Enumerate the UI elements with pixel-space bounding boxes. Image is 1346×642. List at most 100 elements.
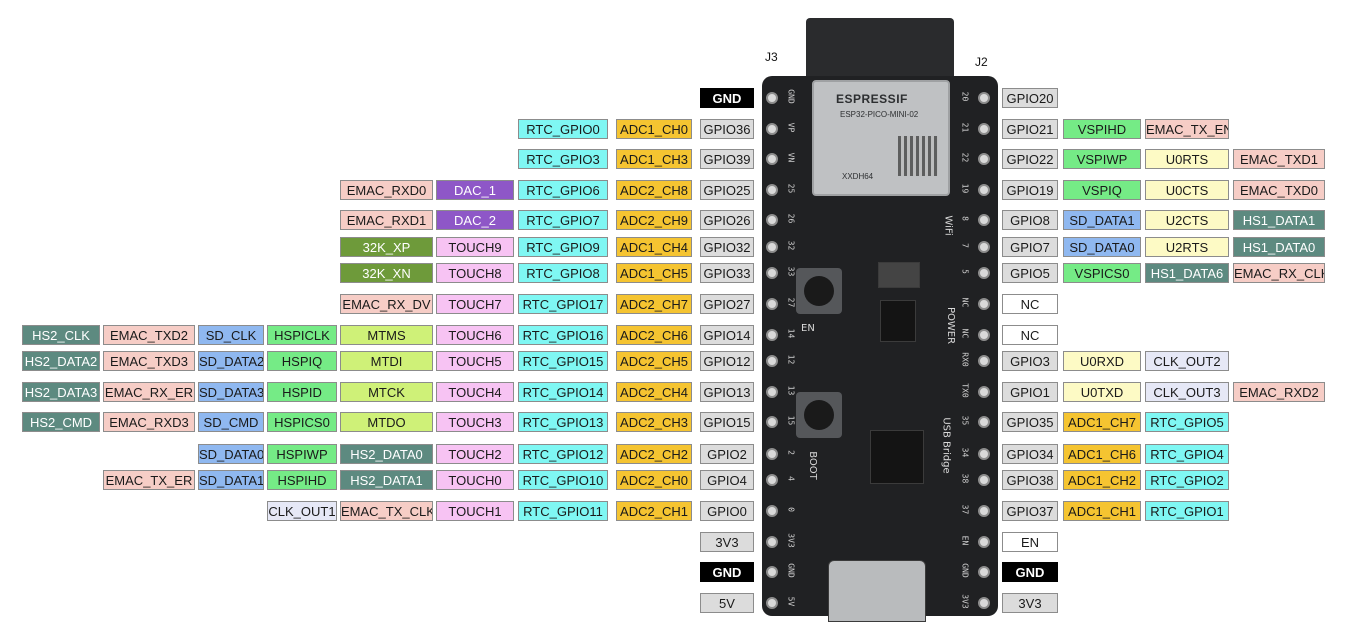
j3-label-gpio13: GPIO13 [700, 382, 754, 402]
j3-label-dac-1: DAC_1 [436, 180, 514, 200]
j3-label-rtc-gpio17: RTC_GPIO17 [518, 294, 608, 314]
j2-label-rtc-gpio1: RTC_GPIO1 [1145, 501, 1229, 521]
j2-pin-number: 21 [960, 122, 970, 133]
j3-pin-number: GND [786, 563, 796, 578]
j2-label-hs1-data1: HS1_DATA1 [1233, 210, 1325, 230]
j3-label-emac-txd2: EMAC_TXD2 [103, 325, 195, 345]
j3-label-emac-rxd3: EMAC_RXD3 [103, 412, 195, 432]
j3-label-rtc-gpio15: RTC_GPIO15 [518, 351, 608, 371]
j2-pin-number: 8 [960, 216, 970, 221]
j2-pin-pad [978, 448, 990, 460]
j2-label-gpio37: GPIO37 [1002, 501, 1058, 521]
j3-label-adc2-ch6: ADC2_CH6 [616, 325, 692, 345]
j2-pin-pad [978, 214, 990, 226]
j3-label-hs2-cmd: HS2_CMD [22, 412, 100, 432]
j3-label-touch1: TOUCH1 [436, 501, 514, 521]
j3-label-touch5: TOUCH5 [436, 351, 514, 371]
espressif-logo: ESPRESSIF [836, 92, 908, 106]
j3-pin-number: 25 [786, 183, 796, 194]
j3-pin-number: 26 [786, 213, 796, 224]
j2-label-gpio19: GPIO19 [1002, 180, 1058, 200]
j3-label-rtc-gpio9: RTC_GPIO9 [518, 237, 608, 257]
j3-label-emac-rx-dv: EMAC_RX_DV [340, 294, 433, 314]
j3-pin-number: 12 [786, 354, 796, 365]
j2-label-gpio34: GPIO34 [1002, 444, 1058, 464]
j3-pin-pad [766, 267, 778, 279]
j3-label-emac-txd3: EMAC_TXD3 [103, 351, 195, 371]
power-ic [880, 300, 916, 342]
j2-label-vspihd: VSPIHD [1063, 119, 1141, 139]
j3-label-mtck: MTCK [340, 382, 433, 402]
j3-label-32k-xn: 32K_XN [340, 263, 433, 283]
j3-label-touch2: TOUCH2 [436, 444, 514, 464]
usb-bridge-ic [870, 430, 924, 484]
j2-label-emac-tx-en: EMAC_TX_EN [1145, 119, 1229, 139]
usb-connector-top [806, 18, 954, 86]
j2-label-gpio1: GPIO1 [1002, 382, 1058, 402]
j3-label-gpio36: GPIO36 [700, 119, 754, 139]
j3-header-label: J3 [765, 50, 778, 64]
j3-label-emac-rxd0: EMAC_RXD0 [340, 180, 433, 200]
j2-label-vspiq: VSPIQ [1063, 180, 1141, 200]
j3-label-adc1-ch3: ADC1_CH3 [616, 149, 692, 169]
j2-label-gpio5: GPIO5 [1002, 263, 1058, 283]
j3-label-hspics0: HSPICS0 [267, 412, 337, 432]
j3-label-adc2-ch3: ADC2_CH3 [616, 412, 692, 432]
j3-pin-number: GND [786, 89, 796, 104]
j2-label-gpio38: GPIO38 [1002, 470, 1058, 490]
boot-button[interactable] [796, 392, 842, 438]
esp32-module: ESPRESSIF ESP32-PICO-MINI-02 XXDH64 [812, 80, 950, 196]
j3-label-hs2-clk: HS2_CLK [22, 325, 100, 345]
j3-label-emac-tx-clk: EMAC_TX_CLK [340, 501, 433, 521]
j2-pin-pad [978, 329, 990, 341]
j2-pin-pad [978, 298, 990, 310]
j3-pin-number: VN [786, 152, 796, 163]
wifi-silk: WiFi [942, 215, 954, 236]
j3-label-hspiq: HSPIQ [267, 351, 337, 371]
en-button[interactable] [796, 268, 842, 314]
j3-label-hs2-data2: HS2_DATA2 [22, 351, 100, 371]
j3-label-rtc-gpio12: RTC_GPIO12 [518, 444, 608, 464]
j2-label-3v3: 3V3 [1002, 593, 1058, 613]
en-silk: EN [801, 323, 815, 334]
j3-label-gpio0: GPIO0 [700, 501, 754, 521]
j3-pin-number: 5V [786, 596, 796, 607]
j2-pin-number: TX0 [960, 383, 970, 398]
j2-pin-pad [978, 474, 990, 486]
j2-pin-number: 34 [960, 447, 970, 458]
j2-pin-number: 3V3 [960, 594, 970, 609]
j3-label-3v3: 3V3 [700, 532, 754, 552]
j3-label-gpio15: GPIO15 [700, 412, 754, 432]
j2-label-u0txd: U0TXD [1063, 382, 1141, 402]
j3-pin-pad [766, 505, 778, 517]
j3-label-gpio26: GPIO26 [700, 210, 754, 230]
j2-label-nc: NC [1002, 294, 1058, 314]
j2-pin-pad [978, 355, 990, 367]
j3-label-sd-cmd: SD_CMD [198, 412, 264, 432]
j3-pin-number: 33 [786, 266, 796, 277]
j3-pin-number: 2 [786, 450, 796, 455]
j3-pin-pad [766, 386, 778, 398]
j3-pin-number: 27 [786, 297, 796, 308]
j3-label-adc1-ch0: ADC1_CH0 [616, 119, 692, 139]
j3-pin-pad [766, 448, 778, 460]
module-chip-code: XXDH64 [842, 172, 874, 181]
j2-label-vspiwp: VSPIWP [1063, 149, 1141, 169]
j3-label-adc2-ch5: ADC2_CH5 [616, 351, 692, 371]
j3-label-hspihd: HSPIHD [267, 470, 337, 490]
j3-label-adc1-ch4: ADC1_CH4 [616, 237, 692, 257]
j3-label-touch0: TOUCH0 [436, 470, 514, 490]
j3-label-touch9: TOUCH9 [436, 237, 514, 257]
j2-label-u2rts: U2RTS [1145, 237, 1229, 257]
j2-label-gpio22: GPIO22 [1002, 149, 1058, 169]
j2-label-u0rts: U0RTS [1145, 149, 1229, 169]
j2-pin-number: NC [960, 328, 970, 339]
j2-pin-number: EN [960, 535, 970, 546]
j2-header-label: J2 [975, 55, 988, 69]
j2-label-nc: NC [1002, 325, 1058, 345]
j3-label-gnd: GND [700, 88, 754, 108]
j2-label-sd-data0: SD_DATA0 [1063, 237, 1141, 257]
j2-pin-pad [978, 267, 990, 279]
j3-label-adc2-ch0: ADC2_CH0 [616, 470, 692, 490]
